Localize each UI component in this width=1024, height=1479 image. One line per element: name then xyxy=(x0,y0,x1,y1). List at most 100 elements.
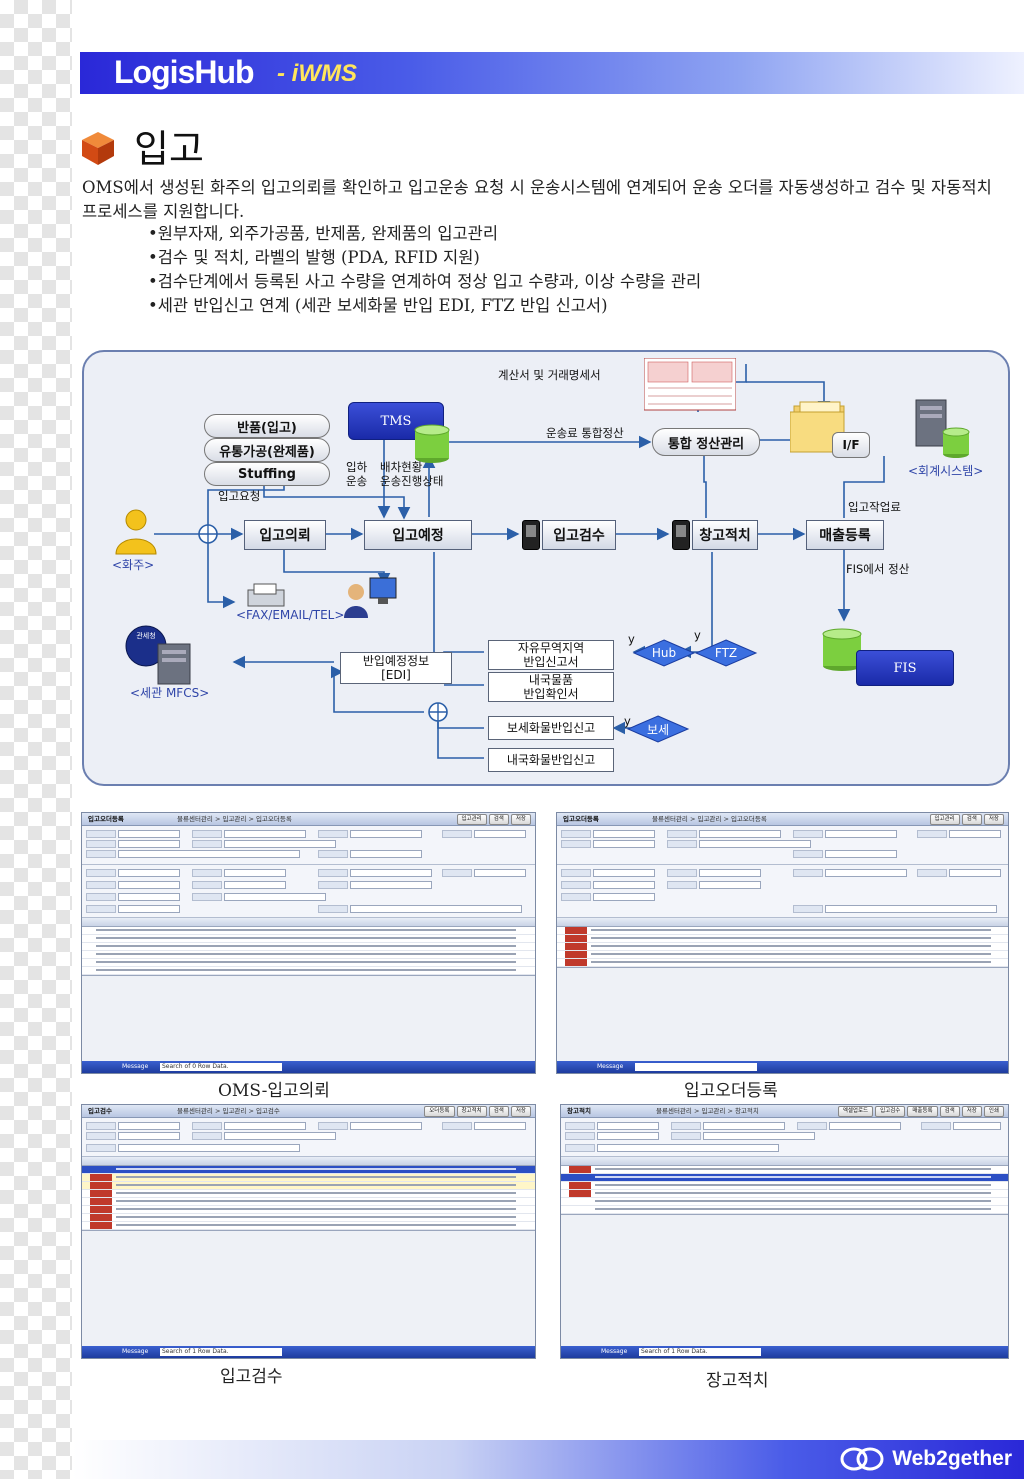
form-field[interactable] xyxy=(593,869,655,877)
table-row[interactable] xyxy=(82,1214,535,1222)
table-row[interactable] xyxy=(82,967,535,975)
form-field[interactable] xyxy=(350,830,422,838)
form-field[interactable] xyxy=(474,830,526,838)
form-field[interactable] xyxy=(593,893,655,901)
form-field[interactable] xyxy=(224,1122,306,1130)
pda-device-icon xyxy=(672,520,690,550)
form-field[interactable] xyxy=(224,881,286,889)
inspection-button[interactable]: 입고검수 xyxy=(875,1106,906,1117)
menu-button[interactable]: 입고관리 xyxy=(929,814,960,825)
table-row[interactable] xyxy=(82,1222,535,1230)
form-field[interactable] xyxy=(949,869,1001,877)
order-register-button[interactable]: 오더등록 xyxy=(424,1106,455,1117)
save-button[interactable]: 저장 xyxy=(961,1106,982,1117)
form-field[interactable] xyxy=(953,1122,1001,1130)
table-row[interactable] xyxy=(82,1166,535,1174)
save-button[interactable]: 저장 xyxy=(510,1106,531,1117)
form-field[interactable] xyxy=(474,1122,526,1130)
form-field[interactable] xyxy=(699,840,811,848)
form-field[interactable] xyxy=(593,881,655,889)
form-field[interactable] xyxy=(597,1132,659,1140)
table-row[interactable] xyxy=(82,1198,535,1206)
form-field[interactable] xyxy=(699,881,761,889)
menu-button[interactable]: 입고관리 xyxy=(456,814,487,825)
search-button[interactable]: 검색 xyxy=(961,814,982,825)
search-button[interactable]: 검색 xyxy=(939,1106,960,1117)
save-button[interactable]: 저장 xyxy=(983,814,1004,825)
form-field[interactable] xyxy=(224,869,286,877)
putaway-button[interactable]: 창고적치 xyxy=(456,1106,487,1117)
table-row[interactable] xyxy=(82,935,535,943)
table-row[interactable] xyxy=(557,943,1008,951)
form-field[interactable] xyxy=(350,881,432,889)
table-row[interactable] xyxy=(82,1174,535,1182)
sales-register-button[interactable]: 매출등록 xyxy=(907,1106,938,1117)
form-field[interactable] xyxy=(474,869,526,877)
search-button[interactable]: 검색 xyxy=(488,1106,509,1117)
table-row[interactable] xyxy=(557,935,1008,943)
form-field[interactable] xyxy=(825,850,897,858)
form-field[interactable] xyxy=(224,830,306,838)
form-field[interactable] xyxy=(224,840,336,848)
form-field[interactable] xyxy=(825,869,907,877)
form-field[interactable] xyxy=(825,830,897,838)
form-field[interactable] xyxy=(118,893,180,901)
form-field[interactable] xyxy=(118,1122,180,1130)
form-field[interactable] xyxy=(224,893,326,901)
brand-subtitle: - iWMS xyxy=(277,60,357,87)
table-row[interactable] xyxy=(82,943,535,951)
table-row[interactable] xyxy=(561,1198,1008,1206)
form-field[interactable] xyxy=(597,1122,659,1130)
form-field[interactable] xyxy=(597,1144,779,1152)
table-row[interactable] xyxy=(82,951,535,959)
table-row[interactable] xyxy=(561,1206,1008,1214)
form-field[interactable] xyxy=(118,881,180,889)
yes-label: y xyxy=(628,632,635,646)
form-field[interactable] xyxy=(350,1122,422,1130)
form-field[interactable] xyxy=(949,830,1001,838)
form-field[interactable] xyxy=(350,905,522,913)
table-row[interactable] xyxy=(82,927,535,935)
form-field[interactable] xyxy=(224,1132,336,1140)
bonded-diamond xyxy=(626,715,690,743)
form-field[interactable] xyxy=(118,830,180,838)
form-field[interactable] xyxy=(118,850,300,858)
form-field[interactable] xyxy=(699,830,781,838)
form-field[interactable] xyxy=(825,905,997,913)
table-row[interactable] xyxy=(561,1166,1008,1174)
inbound-request-label: 입고요청 xyxy=(218,489,261,503)
table-row[interactable] xyxy=(557,951,1008,959)
table-row[interactable] xyxy=(82,959,535,967)
form-field[interactable] xyxy=(350,850,422,858)
form-field[interactable] xyxy=(703,1132,815,1140)
save-button[interactable]: 저장 xyxy=(510,814,531,825)
message-label: Message xyxy=(597,1063,624,1070)
form-field[interactable] xyxy=(829,1122,901,1130)
breadcrumb: 물류센터관리 > 입고관리 > 입고오더등록 xyxy=(652,815,767,823)
form-field[interactable] xyxy=(699,869,761,877)
table-row[interactable] xyxy=(561,1174,1008,1182)
form-field[interactable] xyxy=(593,830,655,838)
print-button[interactable]: 인쇄 xyxy=(983,1106,1004,1117)
excel-upload-button[interactable]: 엑셀업로드 xyxy=(837,1106,874,1117)
table-row[interactable] xyxy=(557,959,1008,967)
search-button[interactable]: 검색 xyxy=(488,814,509,825)
table-row[interactable] xyxy=(82,1190,535,1198)
form-field[interactable] xyxy=(118,869,180,877)
form-field[interactable] xyxy=(703,1122,785,1130)
table-row[interactable] xyxy=(557,927,1008,935)
form-field[interactable] xyxy=(118,905,180,913)
form-field[interactable] xyxy=(118,840,180,848)
settlement-node: 통합 정산관리 xyxy=(652,428,760,456)
data-grid xyxy=(557,918,1008,968)
form-field[interactable] xyxy=(118,1132,180,1140)
form-field[interactable] xyxy=(350,869,432,877)
form-field[interactable] xyxy=(118,1144,300,1152)
table-row[interactable] xyxy=(561,1182,1008,1190)
table-row[interactable] xyxy=(82,1206,535,1214)
brand-logo: LogisHub xyxy=(114,54,255,90)
form-field[interactable] xyxy=(593,840,655,848)
status-bar: Message xyxy=(557,1061,1008,1073)
table-row[interactable] xyxy=(82,1182,535,1190)
table-row[interactable] xyxy=(561,1190,1008,1198)
